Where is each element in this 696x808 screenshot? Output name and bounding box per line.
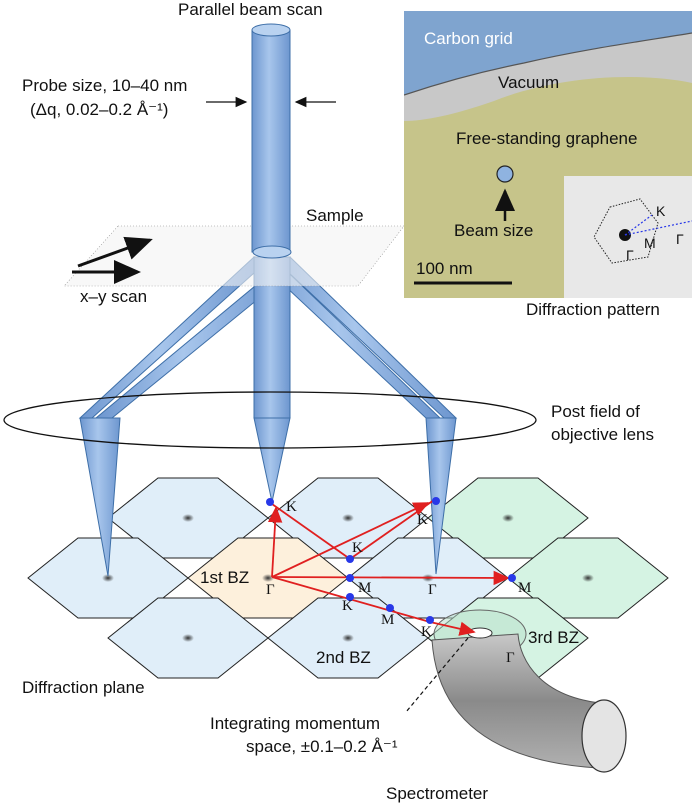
- title-parallel-beam-scan: Parallel beam scan: [178, 0, 323, 19]
- carbon-grid-label: Carbon grid: [424, 29, 513, 48]
- integrating-pointer: [405, 637, 469, 713]
- post-field-label-2: objective lens: [551, 425, 655, 444]
- xy-scan-label: x–y scan: [80, 287, 148, 306]
- integrating-label-1: Integrating momentum: [210, 714, 381, 733]
- diffraction-spot: [182, 514, 194, 522]
- pattern-k-label: K: [656, 203, 666, 219]
- vector-k-path: [271, 503, 351, 560]
- label-gamma: Γ: [428, 582, 437, 598]
- vector-path-to-3rd-arrow: [429, 621, 476, 636]
- diffraction-hexagon: [593, 198, 659, 264]
- integration-aperture: [467, 627, 493, 639]
- beam-left-cone: [79, 417, 121, 577]
- vector-gamma-k-right: [271, 502, 430, 578]
- probe-size-label: Probe size, 10–40 nm: [22, 76, 188, 95]
- label-gamma: Γ: [266, 582, 275, 598]
- point-k: [432, 497, 440, 505]
- graphene-label: Free-standing graphene: [456, 129, 638, 148]
- label-m: M: [358, 580, 372, 596]
- objective-lens: [3, 391, 537, 449]
- label-k: K: [417, 512, 428, 528]
- sample-plane: [63, 225, 405, 287]
- vector-k-path: [349, 499, 435, 560]
- label-k: K: [421, 624, 432, 640]
- pattern-m-label: M: [644, 235, 656, 251]
- diffraction-spot: [182, 634, 194, 642]
- beam-center-upper: [251, 29, 291, 253]
- integrating-label-2: space, ±0.1–0.2 Å⁻¹: [246, 737, 398, 756]
- point-k: [346, 593, 354, 601]
- diffraction-spot: [342, 514, 354, 522]
- beam-top-cap: [251, 23, 291, 37]
- diffraction-spot: [342, 634, 354, 642]
- spectrometer-label: Spectrometer: [386, 784, 489, 803]
- bz1-label: 1st BZ: [200, 568, 250, 587]
- point-m: [346, 574, 354, 582]
- scale-bar-label: 100 nm: [416, 259, 473, 278]
- bz3-label: 3rd BZ: [528, 628, 580, 647]
- diffraction-spot: [262, 574, 274, 582]
- micrograph-image: [404, 11, 692, 298]
- point-k: [346, 555, 354, 563]
- diffraction-spot: [582, 574, 594, 582]
- point-k: [426, 616, 434, 624]
- vector-gamma-k-left: [267, 506, 283, 578]
- label-gamma: Γ: [506, 650, 515, 666]
- inset-overlay: [414, 165, 692, 285]
- diffraction-k-line: [624, 214, 653, 236]
- beam-center-cone: [253, 417, 291, 503]
- label-m: M: [381, 612, 395, 628]
- beam-size-circle: [496, 165, 514, 183]
- vector-gamma-m-right: [271, 570, 510, 586]
- beam-right-cone: [425, 417, 457, 575]
- diffraction-pattern-label: Diffraction pattern: [526, 300, 660, 319]
- beam-size-label: Beam size: [454, 221, 534, 240]
- scan-arrow-y: [77, 236, 153, 268]
- post-field-label-1: Post field of: [551, 402, 640, 421]
- label-k: K: [352, 540, 363, 556]
- label-k: K: [342, 598, 353, 614]
- diffraction-spots: [102, 514, 594, 642]
- pattern-gamma-center-label: Γ: [626, 247, 634, 263]
- point-m: [508, 574, 516, 582]
- point-m: [386, 604, 394, 612]
- diffraction-gamma-line: [624, 220, 692, 236]
- bz2-label: 2nd BZ: [316, 648, 371, 667]
- diffraction-plane-label: Diffraction plane: [22, 678, 145, 697]
- micrograph-inset: Carbon grid Vacuum Free-standing graphen…: [404, 11, 692, 298]
- diffraction-spot: [502, 514, 514, 522]
- vacuum-label: Vacuum: [498, 73, 560, 92]
- pattern-gamma-label: Γ: [676, 231, 684, 247]
- spectrometer-tube: [431, 633, 613, 769]
- label-k: K: [286, 499, 297, 515]
- high-symmetry-points: [266, 497, 516, 624]
- point-k: [266, 498, 274, 506]
- label-m: M: [518, 580, 532, 596]
- spectrometer-opening: [581, 699, 627, 773]
- diffraction-spot: [102, 574, 114, 582]
- sample-label: Sample: [306, 206, 364, 225]
- electron-beams: [63, 23, 458, 577]
- beam-sample-cap: [252, 245, 292, 259]
- probe-dq-label: (Δq, 0.02–0.2 Å⁻¹): [30, 100, 169, 119]
